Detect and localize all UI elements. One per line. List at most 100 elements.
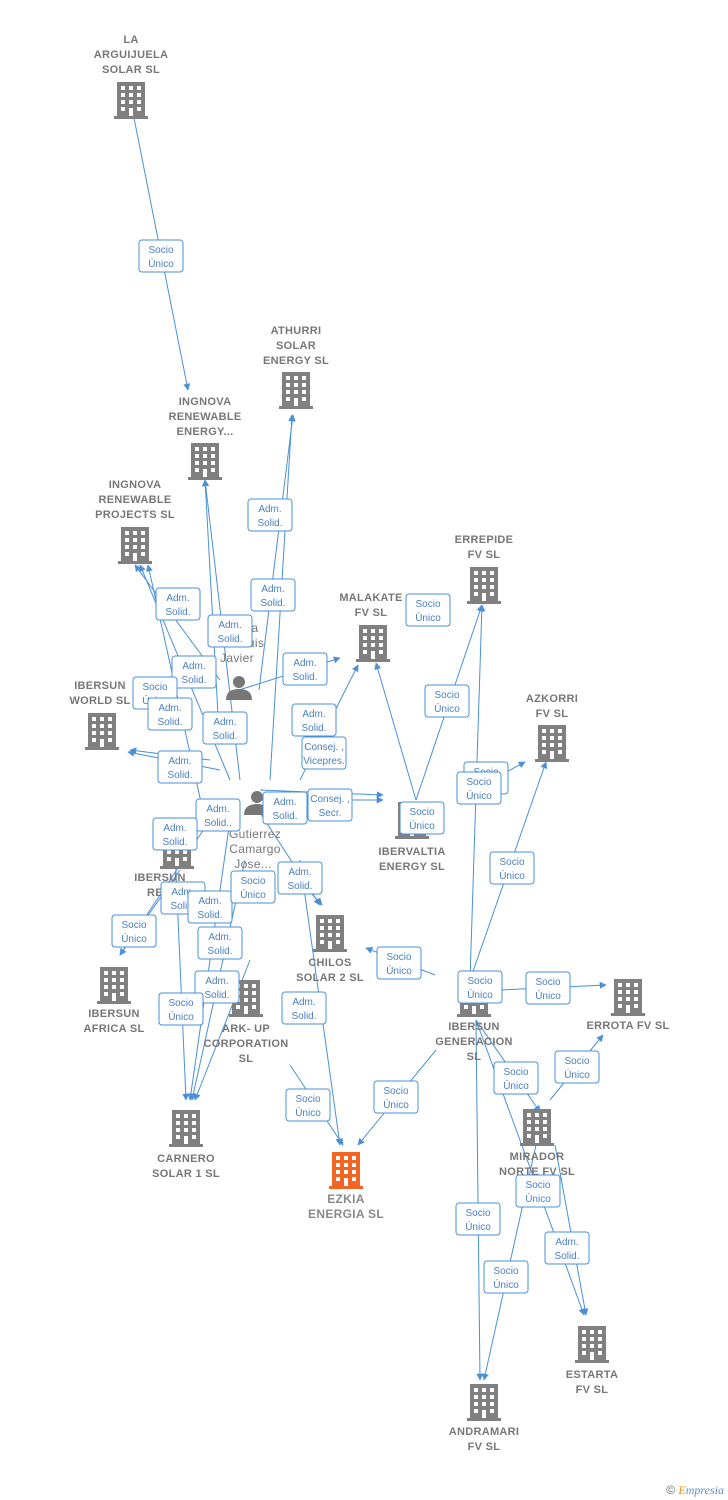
relation-badge[interactable]: Adm.Solid. (187, 890, 233, 924)
relation-badge-frame (285, 1088, 331, 1122)
company-name-line: LA (123, 34, 138, 46)
relation-badge[interactable]: Consej. ,Secr. (307, 788, 353, 822)
relation-label-line: Socio (415, 599, 440, 610)
relation-label-line: Único (386, 964, 412, 977)
relation-badge[interactable]: Adm.Solid. (171, 655, 217, 689)
company-name-line: EZKIA (327, 1192, 365, 1206)
relation-label-line: Solid. (204, 990, 229, 1001)
relation-label-line: Socio (564, 1056, 589, 1067)
relation-badge[interactable]: Adm.Solid. (250, 578, 296, 612)
relation-badge-frame (456, 771, 502, 805)
relation-badge[interactable]: Adm.Solid. (207, 614, 253, 648)
relation-label-line: Adm. (208, 932, 231, 943)
relation-badge[interactable]: Adm.Solid. (202, 711, 248, 745)
relation-badge[interactable]: Consej. ,Vicepres. (301, 736, 347, 770)
relation-label-line: Socio (142, 682, 167, 693)
relation-badge[interactable]: Adm.Solid. (291, 703, 337, 737)
company-node-ingnova-energy[interactable]: INGNOVARENEWABLEENERGY... (169, 396, 242, 480)
relation-badge-frame (147, 697, 193, 731)
relation-label-line: Solid. (272, 811, 297, 822)
relation-badge[interactable]: Adm.Solid. (197, 926, 243, 960)
company-name-line: AZKORRI (526, 693, 578, 705)
person-node-person-b[interactable]: GutierrezCamargoJose... (229, 791, 281, 871)
company-name-line: SOLAR SL (102, 64, 160, 76)
relation-label-line: Adm. (163, 823, 186, 834)
relation-badge[interactable]: Adm.Solid. (282, 652, 328, 686)
relation-label-line: Solid. (292, 672, 317, 683)
relation-badge[interactable]: Adm.Solid. (194, 970, 240, 1004)
relation-badge[interactable]: Adm.Solid. (152, 817, 198, 851)
relation-label-line: Único (499, 869, 525, 882)
relation-badge[interactable]: Adm.Solid. (277, 861, 323, 895)
brand-name: mpresia (685, 1483, 724, 1497)
relation-label-line: Socio (148, 245, 173, 256)
relation-label-line: Único (493, 1278, 519, 1291)
relation-label-line: Socio (409, 807, 434, 818)
company-name-line: WORLD SL (69, 695, 130, 707)
relation-label-line: Socio (466, 777, 491, 788)
company-name-line: IBERSUN (448, 1021, 500, 1033)
relation-label-line: Adm. (292, 997, 315, 1008)
relation-badge-frame (399, 801, 445, 835)
company-node-errota[interactable]: ERROTA FV SL (586, 979, 669, 1032)
relation-badge-frame (202, 711, 248, 745)
company-name-line: ENERGY SL (263, 355, 329, 367)
relation-badge[interactable]: Adm.Solid. (155, 587, 201, 621)
relation-badge[interactable]: Adm. Solid. (147, 697, 193, 731)
relation-label-line: Único (503, 1079, 529, 1092)
relation-badge[interactable]: Adm.Solid.. (195, 798, 241, 832)
relation-label-line: Adm. (158, 703, 181, 714)
relation-label-line: Solid. (157, 717, 182, 728)
relation-badge-frame (111, 914, 157, 948)
relation-badge[interactable]: Adm.Solid. (262, 791, 308, 825)
relation-badge[interactable]: Adm.Solid. (544, 1231, 590, 1265)
relation-badge[interactable]: Adm.Solid. (157, 750, 203, 784)
relation-edge (554, 1144, 589, 1316)
relation-badge-frame (194, 970, 240, 1004)
relation-badge[interactable]: Adm.Solid. (247, 498, 293, 532)
company-name-line: ERROTA FV SL (586, 1020, 669, 1032)
relation-label-line: Solid.. (204, 818, 232, 829)
brand-logo[interactable]: © Empresia (666, 1483, 724, 1498)
relation-badge[interactable]: Adm.Solid. (281, 991, 327, 1025)
company-name-line: FV SL (468, 1441, 501, 1453)
company-name-line: IBERSUN (74, 680, 126, 692)
company-node-ibersun-world[interactable]: IBERSUN WORLD SL (69, 680, 130, 750)
relation-badge-frame (197, 926, 243, 960)
